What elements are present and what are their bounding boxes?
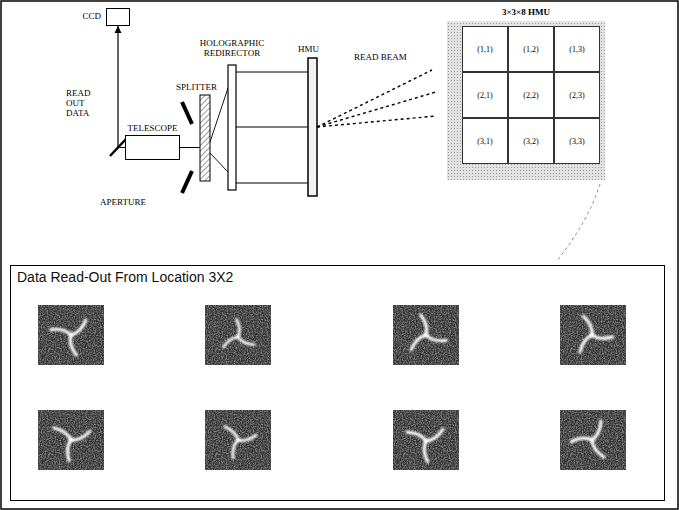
readout-image bbox=[38, 410, 104, 470]
grid-cell: (2,3) bbox=[554, 72, 600, 118]
readout-panel: Data Read-Out From Location 3X2 bbox=[10, 265, 665, 501]
readout-image bbox=[205, 305, 271, 365]
read-beam bbox=[317, 92, 436, 127]
node-text: CCD bbox=[82, 11, 101, 21]
readout-image bbox=[560, 305, 626, 365]
grid-cell: (1,3) bbox=[554, 26, 600, 72]
grid-cell: (3,2) bbox=[508, 118, 554, 164]
grid-cell: (1,1) bbox=[462, 26, 508, 72]
aperture-blade bbox=[182, 171, 192, 193]
node-text: (2,3) bbox=[569, 91, 584, 100]
hmu-grid-panel: 3×3×8 HMU (1,1) (1,2) (1,3) (2,1) (2,2) (2,3) (… bbox=[447, 4, 605, 180]
grid-cell: (3,3) bbox=[554, 118, 600, 164]
grid-cell: (3,1) bbox=[462, 118, 508, 164]
readout-image bbox=[38, 305, 104, 365]
grid-cell: (2,1) bbox=[462, 72, 508, 118]
splitter-plate bbox=[200, 95, 210, 181]
part-label: HMU bbox=[298, 44, 319, 54]
telescope-box: TELESCOPE bbox=[125, 135, 180, 160]
readout-image bbox=[393, 305, 459, 365]
node-text: Data Read-Out From Location 3X2 bbox=[17, 269, 233, 285]
readout-image bbox=[393, 410, 459, 470]
readout-arrow bbox=[118, 26, 125, 148]
hmu-plate bbox=[308, 58, 317, 196]
beam-line bbox=[180, 147, 200, 148]
beam-line bbox=[236, 72, 308, 73]
node-text: (2,1) bbox=[477, 91, 492, 100]
callout-line bbox=[556, 184, 600, 262]
beam-line bbox=[210, 153, 228, 172]
grid-cell: (1,2) bbox=[508, 26, 554, 72]
aperture-blade bbox=[182, 102, 192, 124]
redirector-plate bbox=[228, 65, 236, 190]
node-text: (1,1) bbox=[477, 45, 492, 54]
node-text: TELESCOPE bbox=[127, 123, 177, 133]
readout-label: READ OUT DATA bbox=[66, 88, 108, 118]
node-text: 3×3×8 HMU bbox=[447, 4, 605, 21]
part-label: HOLOGRAPHIC REDIRECTOR bbox=[190, 38, 274, 58]
beam-line bbox=[236, 183, 308, 184]
grid-cell: (2,2) bbox=[508, 72, 554, 118]
beam-line bbox=[236, 127, 308, 128]
part-label: SPLITTER bbox=[176, 82, 217, 92]
beam-label: READ BEAM bbox=[354, 52, 407, 62]
ccd-camera: CCD bbox=[106, 8, 130, 26]
node-text: (3,2) bbox=[523, 137, 538, 146]
node-text: (3,3) bbox=[569, 137, 584, 146]
part-label: APERTURE bbox=[100, 197, 146, 207]
readout-image bbox=[560, 410, 626, 470]
beam-line bbox=[210, 88, 228, 142]
node-text: (1,2) bbox=[523, 45, 538, 54]
readout-image bbox=[205, 410, 271, 470]
read-beam bbox=[317, 116, 436, 127]
node-text: (3,1) bbox=[477, 137, 492, 146]
node-text: (1,3) bbox=[569, 45, 584, 54]
node-text: (2,2) bbox=[523, 91, 538, 100]
